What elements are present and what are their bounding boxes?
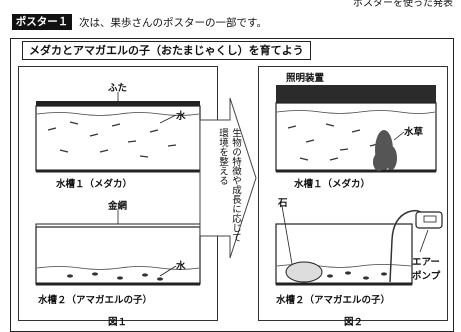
fig2-tank1-fish [287,123,379,161]
figure1-caption: 図１ [108,317,128,328]
fig1-tank1-water-surface [36,112,200,116]
fig1-tank2-body [35,226,201,285]
arrow-text: 生物の特徴や成長に応じて環境を整える [217,128,241,242]
air-pump-body [415,211,443,229]
fig2-tank2-caption: 水槽２（アマガエルの子） [276,295,391,306]
fig2-tank1-water-surface [276,110,436,114]
fig2-stone-label: 石 [278,198,288,209]
transition-arrow [199,97,257,259]
poster-description: 次は、果歩さんのポスターの一部です。 [79,17,267,29]
fig2-tank2-stone [285,261,323,283]
figure2-panel [258,66,448,321]
fig1-tank2-water-label: 水 [176,261,186,272]
fig2-plant-label: 水草 [404,127,424,138]
fig2-tank1-caption: 水槽１（メダカ） [294,179,371,190]
header-top-right-text: ポスターを使った発表 [353,0,453,9]
fig2-light-label: 照明装置 [286,73,325,84]
fig2-tank2-tadpoles [327,271,387,280]
fig1-tank1-lid [36,101,200,106]
fig1-net-label: 金網 [108,201,128,212]
fig1-tank1-fish [47,121,177,158]
poster-badge: ポスター１ [12,14,72,30]
fig1-tank2-tadpoles [67,272,163,281]
fig2-pump-label-1: エアー [412,257,440,268]
fig2-pump-label-2: ポンプ [412,271,441,282]
fig1-tank2-caption: 水槽２（アマガエルの子） [38,295,153,306]
fig1-lid-label: ふた [108,83,128,94]
fig2-tank1-water-plant [373,130,397,171]
fig1-tank1-water-label: 水 [176,111,186,122]
fig2-tank1-light [276,85,436,103]
fig1-tank1-caption: 水槽１（メダカ） [56,179,133,190]
figure2-caption: 図２ [344,317,364,328]
poster-title: メダカとアマガエルの子（おたまじゃくし）を育てよう [22,41,311,60]
